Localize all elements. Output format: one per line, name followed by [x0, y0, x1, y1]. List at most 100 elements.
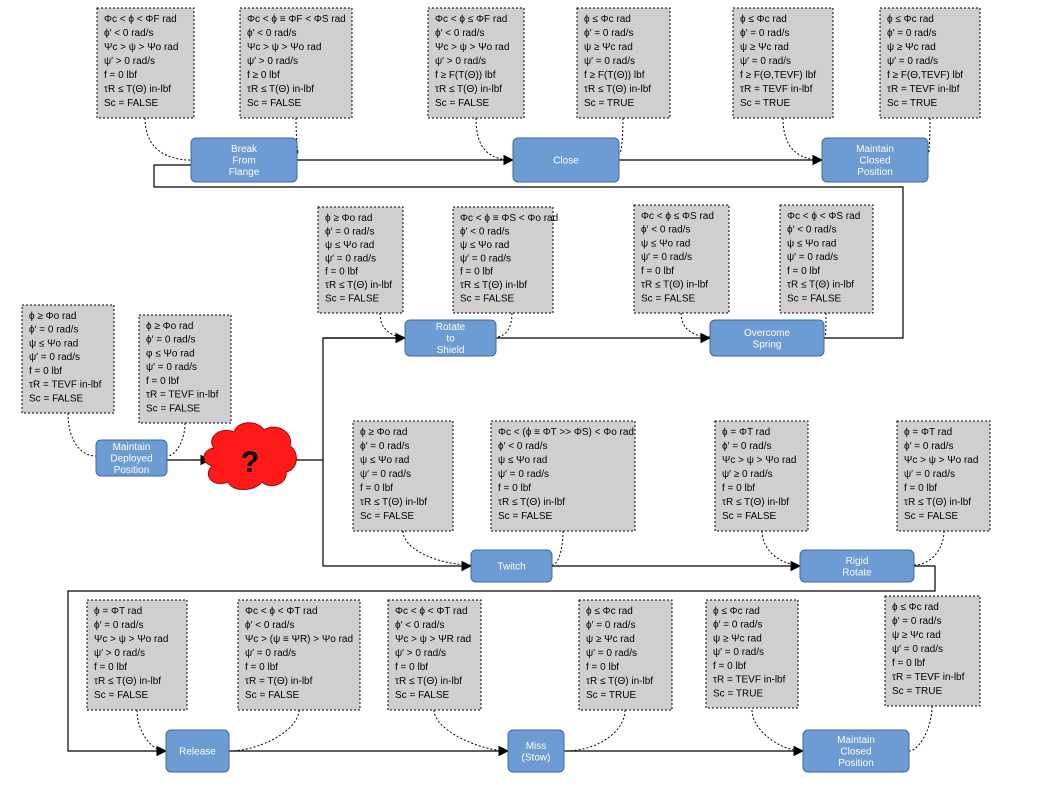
condition-line: τR ≤ T(Θ) in-lbf: [395, 676, 462, 687]
condition-box-bg: [387, 599, 482, 711]
condition-box-bg: [578, 599, 673, 711]
condition-line: Sc = TRUE: [887, 98, 937, 109]
condition-line: Ψc > (ψ ≡ ΨR) > Ψo rad: [245, 634, 353, 645]
condition-line: ϕ = ΦT rad: [722, 427, 770, 438]
state-label-line: Miss: [526, 741, 547, 752]
state-label-line: Maintain: [113, 442, 151, 453]
condition-link: [144, 117, 192, 161]
condition-line: ψ′ = 0 rad/s: [892, 644, 943, 655]
condition-box-bg: [239, 7, 353, 119]
condition-line: ϕ = ΦT rad: [904, 427, 952, 438]
state-label-line: Spring: [753, 339, 782, 350]
condition-box-rigid-2: ϕ = ΦT rad ϕ′ = 0 rad/s Ψc > ψ > Ψo rad ψ′ …: [896, 420, 991, 532]
condition-line: ψ′ = 0 rad/s: [904, 469, 955, 480]
state-label-line: Rotate: [842, 567, 872, 578]
unknown-state-label: ?: [241, 446, 259, 479]
state-box: [470, 549, 553, 583]
condition-line: Sc = FALSE: [325, 294, 380, 305]
state-miss-stow[interactable]: Miss(Stow): [507, 729, 565, 773]
state-close[interactable]: Close: [512, 137, 620, 183]
condition-line: Sc = FALSE: [360, 511, 415, 522]
condition-line: Φc < ϕ ≤ ΦS rad: [641, 211, 714, 222]
condition-line: Ψc > ψ > Ψo rad: [104, 42, 178, 53]
condition-line: ψ ≥ Ψc rad: [740, 42, 789, 53]
state-box: [821, 137, 929, 183]
condition-line: ϕ′ = 0 rad/s: [904, 441, 953, 452]
condition-line: f ≥ F(T(Θ)) lbf: [435, 70, 496, 81]
condition-line: Sc = TRUE: [584, 98, 634, 109]
condition-line: Sc = TRUE: [713, 688, 763, 699]
condition-line: τR ≤ T(Θ) in-lbf: [722, 497, 789, 508]
condition-line: f = 0 lbf: [904, 483, 937, 494]
cloud-shape: [203, 422, 297, 490]
condition-line: τR = T(Θ) in-lbf: [245, 676, 313, 687]
condition-line: ϕ′ = 0 rad/s: [722, 441, 771, 452]
state-nodes: BreakFromFlangeCloseMaintainClosedPositi…: [95, 137, 929, 773]
condition-link: [913, 530, 945, 566]
condition-line: ϕ′ = 0 rad/s: [146, 335, 195, 346]
state-twitch[interactable]: Twitch: [470, 549, 553, 583]
condition-line: τR ≤ T(Θ) in-lbf: [104, 84, 171, 95]
unknown-state-cloud[interactable]: ?: [203, 422, 297, 490]
condition-line: τR ≤ T(Θ) in-lbf: [435, 84, 502, 95]
condition-line: Φc < ϕ < ΦT rad: [395, 606, 468, 617]
condition-line: ϕ ≤ Φc rad: [892, 602, 939, 613]
state-label-line: Break: [231, 144, 258, 155]
condition-line: ϕ′ < 0 rad/s: [104, 28, 153, 39]
condition-line: τR ≤ T(Θ) in-lbf: [787, 280, 854, 291]
condition-link: [402, 530, 472, 566]
state-label-line: Rotate: [436, 322, 466, 333]
condition-line: τR ≤ T(Θ) in-lbf: [586, 676, 653, 687]
condition-line: τR ≤ T(Θ) in-lbf: [247, 84, 314, 95]
condition-box-bg: [705, 599, 799, 709]
condition-link: [433, 709, 509, 752]
condition-line: ϕ ≤ Φc rad: [713, 606, 760, 617]
condition-line: ψ ≤ Ψo rad: [641, 238, 690, 249]
condition-line: ψ′ > 0 rad/s: [104, 56, 155, 67]
condition-line: ψ′ = 0 rad/s: [641, 252, 692, 263]
condition-line: ϕ ≥ Φo rad: [29, 311, 76, 322]
condition-line: Sc = FALSE: [722, 511, 777, 522]
state-box: [507, 729, 565, 773]
condition-line: ϕ = ΦT rad: [94, 606, 142, 617]
condition-line: ψ′ = 0 rad/s: [360, 469, 411, 480]
condition-box-bg: [633, 204, 730, 314]
condition-line: ϕ′ < 0 rad/s: [787, 225, 836, 236]
condition-line: Ψc > ψ > Ψo rad: [904, 455, 978, 466]
condition-line: Φc < ϕ < ΦF rad: [104, 14, 177, 25]
condition-line: ψ′ ≥ 0 rad/s: [722, 469, 773, 480]
condition-box-bg: [427, 7, 525, 119]
state-box: [165, 729, 230, 773]
condition-line: f = 0 lbf: [787, 266, 820, 277]
condition-line: f ≥ F(Θ,TEVF) lbf: [887, 70, 963, 81]
condition-line: f = 0 lbf: [94, 662, 127, 673]
condition-line: f = 0 lbf: [498, 483, 531, 494]
state-box: [799, 549, 915, 583]
condition-line: ϕ′ = 0 rad/s: [584, 28, 633, 39]
condition-line: ψ′ = 0 rad/s: [498, 469, 549, 480]
condition-line: τR = TEVF in-lbf: [146, 390, 219, 401]
condition-line: ψ ≥ Ψc rad: [887, 42, 936, 53]
condition-link: [563, 709, 626, 752]
condition-line: f = 0 lbf: [395, 662, 428, 673]
condition-line: ϕ′ < 0 rad/s: [498, 441, 547, 452]
state-label-line: Release: [179, 747, 216, 758]
condition-line: ψ′ > 0 rad/s: [247, 56, 298, 67]
state-release[interactable]: Release: [165, 729, 230, 773]
state-box: [404, 319, 497, 357]
